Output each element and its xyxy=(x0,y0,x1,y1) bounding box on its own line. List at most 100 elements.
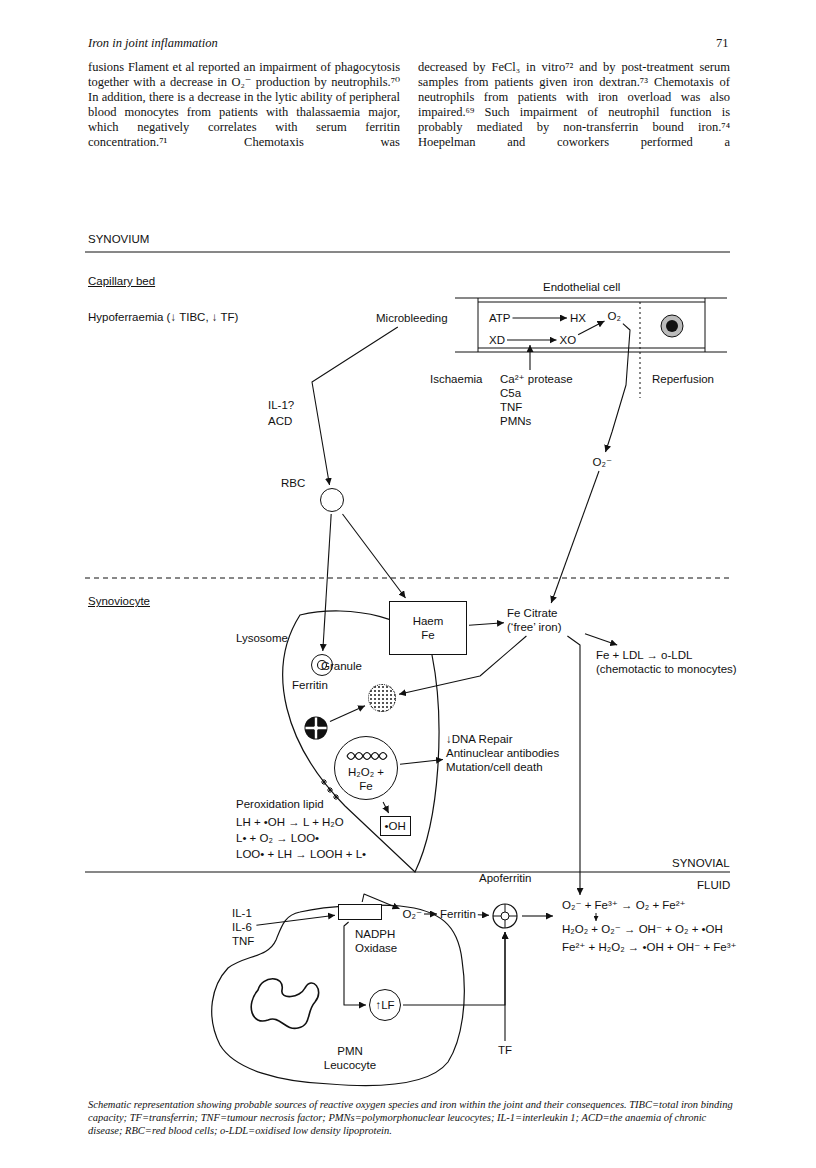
ferritin-centre xyxy=(314,726,318,730)
connector xyxy=(330,706,365,722)
connector xyxy=(504,932,505,1041)
haem-box: Haem Fe xyxy=(389,601,467,655)
pmn-nucleus xyxy=(251,979,318,1029)
connector xyxy=(403,932,505,1005)
node-text: Granule xyxy=(321,659,362,673)
enzyme: XD xyxy=(489,333,505,347)
connector xyxy=(606,324,631,452)
nucleus: H₂O₂ + Fe xyxy=(334,736,398,800)
event-label: Microbleeding xyxy=(376,311,448,325)
endothelial-tube xyxy=(455,298,727,352)
ferritin: Ferritin xyxy=(304,716,328,740)
equation: LH + •OH → L + H₂O xyxy=(236,815,344,829)
node-text: Fe + LDL → o-LDL xyxy=(596,648,737,662)
connector xyxy=(585,634,617,645)
radical-box: •OH xyxy=(380,816,411,836)
asterisk-mark xyxy=(327,787,333,793)
connector xyxy=(551,471,599,603)
node-text: Apoferritin xyxy=(479,871,531,885)
node-text: ↑LF xyxy=(369,998,401,1012)
apoferritin-shell xyxy=(493,904,517,928)
connector xyxy=(256,915,335,925)
red-cell: RBC xyxy=(320,488,344,512)
apoferritin-cavity xyxy=(501,912,509,920)
node-text: XD xyxy=(489,333,505,347)
region-label: Synoviocyte xyxy=(88,594,150,608)
activation-arrow xyxy=(529,345,530,370)
node-text: (chemotactic to monocytes) xyxy=(596,662,737,676)
asterisk-mark xyxy=(321,779,327,785)
node-text: Haem Fe xyxy=(408,614,448,642)
reaction-list: O₂⁻ + Fe³⁺ → O₂ + Fe²⁺ H₂O₂ + O₂⁻ → OH⁻ +… xyxy=(562,898,737,954)
note: IL-1? xyxy=(268,398,294,412)
asterisk-mark xyxy=(333,794,339,800)
cell-junction xyxy=(478,298,479,352)
connector xyxy=(513,317,568,318)
node-text: IL-6 xyxy=(232,920,254,934)
node-text: O₂ xyxy=(608,309,621,323)
protein: TF xyxy=(498,1043,512,1057)
region-label: SYNOVIUM xyxy=(88,232,149,246)
connector xyxy=(323,514,331,651)
equation: L• + O₂ → LOO• xyxy=(236,831,319,845)
apoferritin: Apoferritin xyxy=(492,903,518,929)
free-iron: Fe Citrate (‘free’ iron) xyxy=(507,606,583,634)
note: Reperfusion xyxy=(652,372,714,386)
vessel-wall xyxy=(455,352,727,353)
consequence-list: ↓DNA RepairAntinuclear antibodiesMutatio… xyxy=(446,732,559,774)
note: Hypoferraemia (↓ TIBC, ↓ TF) xyxy=(88,310,238,324)
pmn-leucocyte: PMN Leucocyte NADPH Oxidase ↑LF xyxy=(205,898,470,1086)
equation: LOO• + LH → LOOH + L• xyxy=(236,847,366,861)
section-divider xyxy=(85,871,730,872)
node-text: H₂O₂ + Fe xyxy=(344,765,388,793)
note: Ischaemia xyxy=(430,372,482,386)
protein: Ferritin xyxy=(440,907,476,921)
cell-junction xyxy=(705,298,706,352)
node-text: C5a xyxy=(500,386,573,400)
node-text: NADPH Oxidase xyxy=(355,927,407,955)
node-text: H₂O₂ + O₂⁻ → OH⁻ + O₂ + •OH xyxy=(562,922,737,936)
endothelial-nucleolus xyxy=(666,320,678,332)
node-text: TNF xyxy=(500,400,573,414)
node-text: PMN Leucocyte xyxy=(319,1044,381,1072)
release-arrow xyxy=(522,915,553,916)
page-number: 71 xyxy=(716,36,729,50)
node-text: O₂⁻ + Fe³⁺ → O₂ + Fe²⁺ xyxy=(562,898,737,912)
dashed-divider xyxy=(85,578,730,579)
region-label: SYNOVIAL xyxy=(672,856,730,870)
metabolite: HX xyxy=(570,311,586,325)
apoferritin-subunits xyxy=(493,904,517,928)
apoferritin-symbol xyxy=(492,903,518,929)
node-text: O₂⁻ xyxy=(403,907,422,921)
cell-wall xyxy=(478,302,705,303)
radical: O₂⁻ xyxy=(593,455,612,469)
region-label: FLUID xyxy=(697,878,730,892)
connector xyxy=(383,802,389,813)
section-divider xyxy=(85,252,730,253)
dna-strand xyxy=(347,753,387,760)
ferritin-cross xyxy=(306,718,327,739)
pmn-outline xyxy=(212,905,465,1085)
cell-wall xyxy=(478,348,705,349)
body-text: decreased by FeCl₃ in vitro⁷² and by pos… xyxy=(418,60,730,150)
connector xyxy=(312,327,398,485)
note: Peroxidation lipid xyxy=(236,797,324,811)
vessel-wall xyxy=(455,298,727,299)
body-text: fusions Flament et al reported an impair… xyxy=(88,60,400,150)
figure-caption: Schematic representation showing probabl… xyxy=(88,1098,733,1137)
connector xyxy=(343,514,406,598)
connector xyxy=(424,913,437,914)
node-text: Mutation/cell death xyxy=(446,760,559,774)
node-text: IL-1 xyxy=(232,906,254,920)
node-text: Lysosome xyxy=(236,631,288,645)
ferritin-symbol xyxy=(304,716,328,740)
node-text: O₂⁻ xyxy=(593,455,612,469)
node-text: XO xyxy=(560,333,577,347)
radical: O₂⁻ xyxy=(403,907,422,921)
node-text: ATP xyxy=(489,311,511,325)
nadph-oxidase: NADPH Oxidase xyxy=(338,904,382,920)
node-text: Ferritin xyxy=(440,907,476,921)
enzyme: XO xyxy=(560,333,577,347)
note: ACD xyxy=(268,414,292,428)
lactoferrin: ↑LF xyxy=(369,989,401,1021)
